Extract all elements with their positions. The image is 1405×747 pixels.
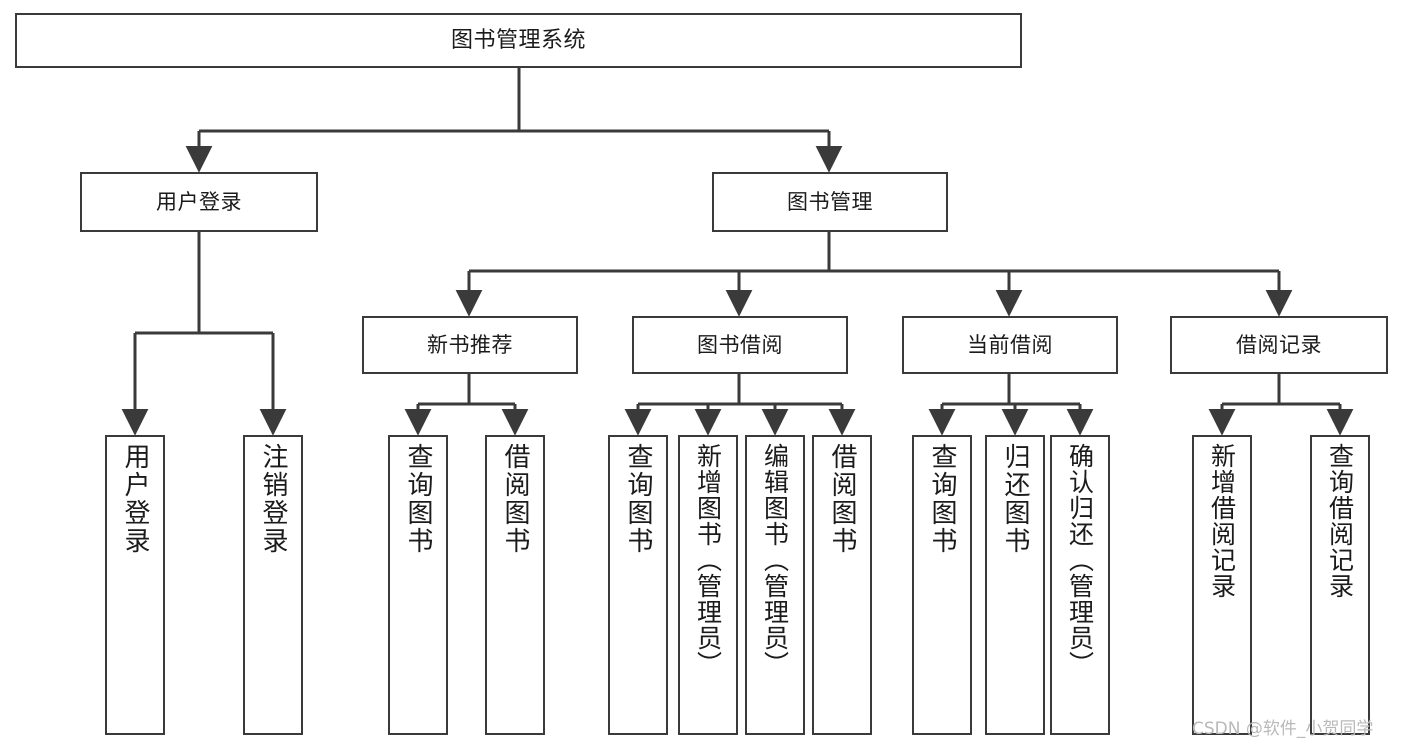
node-leaf-logout-label: 注销登录 bbox=[258, 443, 288, 555]
node-current-borrow-label: 当前借阅 bbox=[967, 332, 1053, 357]
node-leaf-borrow-book-1[interactable]: 借阅图书 bbox=[485, 435, 545, 735]
node-user-login[interactable]: 用户登录 bbox=[80, 172, 318, 232]
node-leaf-confirm-return-label: 确认归还（管理员） bbox=[1065, 443, 1095, 677]
node-user-login-label: 用户登录 bbox=[156, 189, 242, 214]
node-leaf-query-book-2-label: 查询图书 bbox=[623, 443, 653, 555]
node-leaf-query-record[interactable]: 查询借阅记录 bbox=[1310, 435, 1370, 735]
node-leaf-confirm-return[interactable]: 确认归还（管理员） bbox=[1050, 435, 1110, 735]
node-leaf-user-login[interactable]: 用户登录 bbox=[105, 435, 165, 735]
node-book-admin[interactable]: 图书管理 bbox=[712, 172, 948, 232]
node-leaf-add-record[interactable]: 新增借阅记录 bbox=[1192, 435, 1252, 735]
node-book-borrow-label: 图书借阅 bbox=[697, 332, 783, 357]
node-leaf-logout[interactable]: 注销登录 bbox=[243, 435, 303, 735]
node-leaf-borrow-book-1-label: 借阅图书 bbox=[500, 443, 530, 555]
node-leaf-query-book-1[interactable]: 查询图书 bbox=[388, 435, 448, 735]
node-leaf-borrow-book-2[interactable]: 借阅图书 bbox=[812, 435, 872, 735]
node-leaf-query-book-3-label: 查询图书 bbox=[927, 443, 957, 555]
node-new-book-rec-label: 新书推荐 bbox=[427, 332, 513, 357]
node-book-borrow[interactable]: 图书借阅 bbox=[632, 316, 848, 374]
csdn-watermark: CSDN @软件_小贺同学 bbox=[1192, 719, 1374, 739]
node-current-borrow[interactable]: 当前借阅 bbox=[902, 316, 1118, 374]
node-leaf-return-book[interactable]: 归还图书 bbox=[985, 435, 1045, 735]
node-leaf-edit-book[interactable]: 编辑图书（管理员） bbox=[745, 435, 805, 735]
node-leaf-query-record-label: 查询借阅记录 bbox=[1325, 443, 1355, 599]
node-leaf-query-book-3[interactable]: 查询图书 bbox=[912, 435, 972, 735]
node-leaf-add-book[interactable]: 新增图书（管理员） bbox=[678, 435, 738, 735]
node-root-label: 图书管理系统 bbox=[450, 27, 586, 53]
node-leaf-borrow-book-2-label: 借阅图书 bbox=[827, 443, 857, 555]
node-leaf-query-book-1-label: 查询图书 bbox=[403, 443, 433, 555]
node-leaf-user-login-label: 用户登录 bbox=[120, 443, 150, 555]
node-new-book-rec[interactable]: 新书推荐 bbox=[362, 316, 578, 374]
node-root[interactable]: 图书管理系统 bbox=[15, 13, 1022, 68]
node-leaf-return-book-label: 归还图书 bbox=[1000, 443, 1030, 555]
node-leaf-query-book-2[interactable]: 查询图书 bbox=[608, 435, 668, 735]
node-leaf-add-record-label: 新增借阅记录 bbox=[1207, 443, 1237, 599]
node-borrow-record-label: 借阅记录 bbox=[1236, 332, 1322, 357]
node-book-admin-label: 图书管理 bbox=[787, 189, 873, 214]
node-borrow-record[interactable]: 借阅记录 bbox=[1170, 316, 1388, 374]
node-leaf-edit-book-label: 编辑图书（管理员） bbox=[760, 443, 790, 677]
node-leaf-add-book-label: 新增图书（管理员） bbox=[693, 443, 723, 677]
